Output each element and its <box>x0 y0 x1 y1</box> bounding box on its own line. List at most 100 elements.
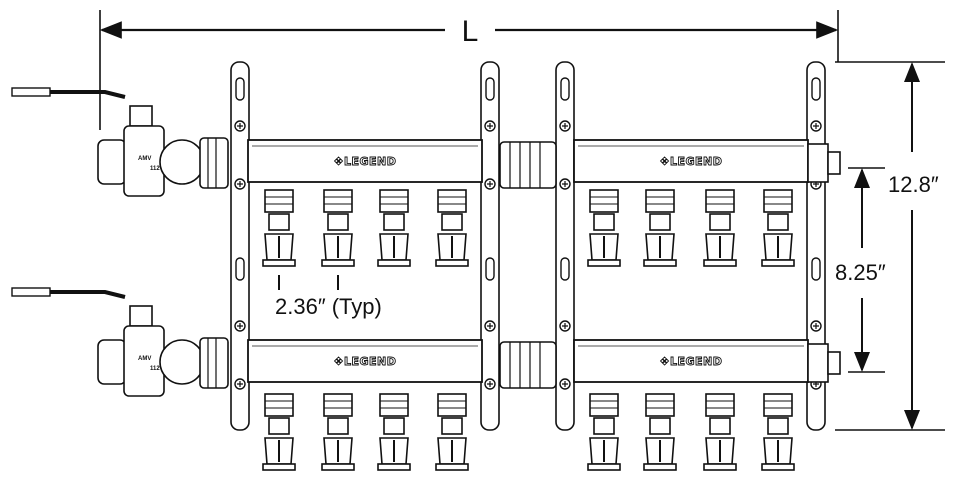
outlet-neck <box>268 417 290 435</box>
bracket-slot <box>560 77 570 101</box>
outlet-neck <box>649 213 671 231</box>
valve-stem <box>129 105 153 127</box>
outlet-base <box>703 463 737 471</box>
outlet-base <box>377 259 411 267</box>
screw-cross <box>813 123 819 129</box>
bracket-slot <box>235 77 245 101</box>
outlet-base <box>321 259 355 267</box>
valve-nut <box>199 337 229 389</box>
valve-mark-text: AMV <box>138 156 151 162</box>
spacing-label: 8.25″ <box>835 260 886 285</box>
bracket-slot <box>485 77 495 101</box>
screw-cross <box>487 323 493 329</box>
length-label: L <box>462 15 479 48</box>
union-body <box>499 341 557 389</box>
brand-label: ❖LEGEND <box>660 155 723 168</box>
outlet-nut <box>589 189 619 213</box>
outlet-nut <box>589 393 619 417</box>
outlet-neck <box>441 213 463 231</box>
outlet-valve <box>703 393 737 471</box>
outlet-valve <box>643 393 677 471</box>
valve-size-text: 112 <box>150 166 160 172</box>
outlet-valve <box>262 393 296 471</box>
valve-inlet <box>97 139 127 185</box>
outlet-base <box>377 463 411 471</box>
outlet-valve <box>435 393 469 471</box>
outlet-base <box>643 259 677 267</box>
bracket-plate <box>480 61 500 431</box>
mounting-brackets <box>230 61 826 431</box>
screw-cross <box>562 381 568 387</box>
outlet-nut <box>264 393 294 417</box>
outlet-neck <box>383 213 405 231</box>
outlet-nut <box>379 393 409 417</box>
outlet-neck <box>441 417 463 435</box>
outlet-nut <box>763 393 793 417</box>
outlet-neck <box>709 213 731 231</box>
screw-cross <box>487 181 493 187</box>
screw-cross <box>237 181 243 187</box>
valve-nut <box>199 137 229 189</box>
outlet-neck <box>327 417 349 435</box>
outlet-base <box>587 463 621 471</box>
mounting-bracket <box>555 61 575 431</box>
outlet-nut <box>705 393 735 417</box>
outlet-nut <box>323 189 353 213</box>
bracket-slot <box>811 77 821 101</box>
valve-size-text: 112 <box>150 366 160 372</box>
header-unions <box>499 141 557 389</box>
outlet-valve <box>587 189 621 267</box>
outlet-spacing-dimension: 2.36″ (Typ) <box>275 275 382 319</box>
valve-ball <box>159 339 205 385</box>
outlet-valve <box>262 189 296 267</box>
outlet-valve <box>377 393 411 471</box>
outlet-base <box>761 259 795 267</box>
bracket-slot <box>235 257 245 281</box>
outlet-nut <box>645 393 675 417</box>
outlet-nut <box>379 189 409 213</box>
outlet-valve <box>643 189 677 267</box>
outlet-neck <box>268 213 290 231</box>
screw-cross <box>237 381 243 387</box>
ball-valve: AMV 112 <box>11 87 229 197</box>
end-cap <box>807 343 841 383</box>
end-cap-plug <box>827 351 841 375</box>
end-cap-plug <box>827 151 841 175</box>
header-spacing-dimension: 8.25″ <box>835 167 886 373</box>
outlet-spacing-label: 2.36″ (Typ) <box>275 294 382 319</box>
outlet-valve <box>761 393 795 471</box>
outlet-nut <box>323 393 353 417</box>
outlet-base <box>262 259 296 267</box>
outlet-valve <box>321 189 355 267</box>
bracket-slot <box>485 257 495 281</box>
brand-label: ❖LEGEND <box>660 355 723 368</box>
bracket-plate <box>230 61 250 431</box>
lever-grip <box>11 287 51 297</box>
outlet-base <box>703 259 737 267</box>
height-dimension: 12.8″ <box>835 61 945 431</box>
outlet-neck <box>327 213 349 231</box>
header-body <box>573 339 809 383</box>
outlet-valve <box>761 189 795 267</box>
screw-cross <box>487 123 493 129</box>
outlet-base <box>435 259 469 267</box>
valve-stem <box>129 305 153 327</box>
screw-cross <box>562 323 568 329</box>
outlet-neck <box>767 213 789 231</box>
header-bar: ❖LEGEND <box>573 339 809 383</box>
bracket-slot <box>560 257 570 281</box>
outlet-nut <box>437 393 467 417</box>
outlet-neck <box>383 417 405 435</box>
end-cap <box>807 143 841 183</box>
outlet-nut <box>705 189 735 213</box>
length-dimension: L <box>99 10 839 130</box>
outlet-base <box>643 463 677 471</box>
brand-label: ❖LEGEND <box>334 155 397 168</box>
union-fitting <box>499 141 557 189</box>
outlet-valve <box>703 189 737 267</box>
outlet-nut <box>264 189 294 213</box>
header-bar: ❖LEGEND <box>247 339 483 383</box>
outlet-base <box>435 463 469 471</box>
